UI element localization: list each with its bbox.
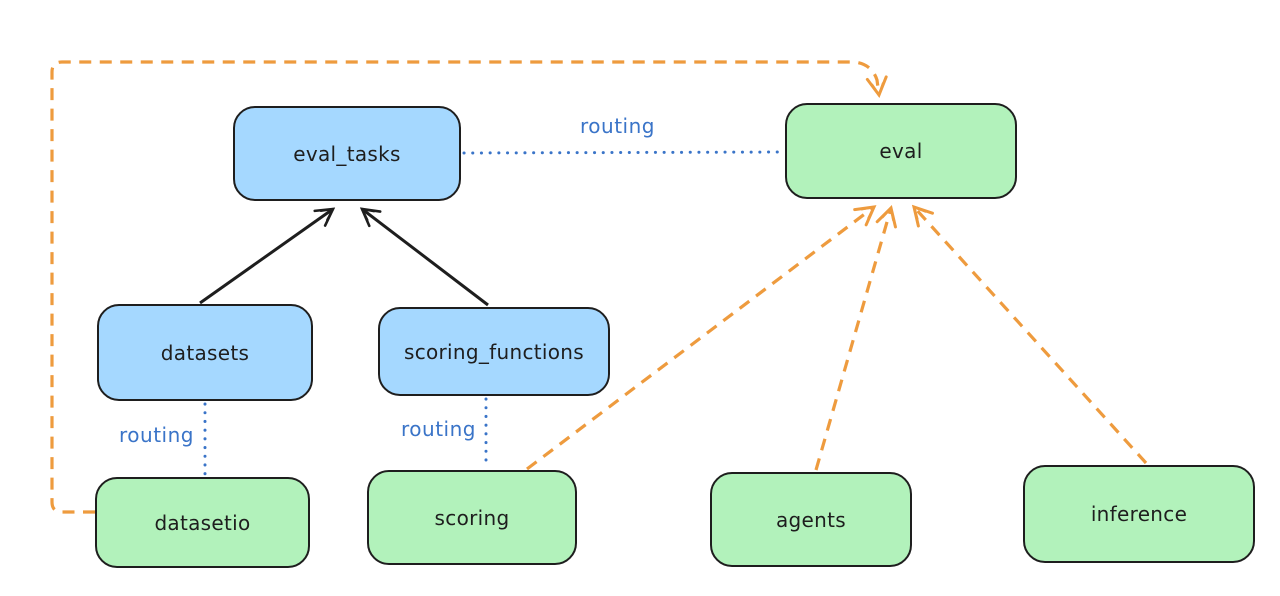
node-scoring[interactable]: scoring [367, 470, 577, 565]
routing-label-datasets-datasetio: routing [119, 423, 194, 447]
node-scoring-label: scoring [434, 505, 510, 530]
edge-agents-to-eval[interactable] [814, 205, 897, 471]
node-scoring-functions[interactable]: scoring_functions [378, 307, 610, 396]
node-datasetio[interactable]: datasetio [95, 477, 310, 568]
node-scoring-functions-label: scoring_functions [403, 339, 585, 364]
node-datasets[interactable]: datasets [97, 304, 313, 401]
edge-inference-to-eval[interactable] [911, 204, 1148, 465]
node-agents[interactable]: agents [710, 472, 912, 567]
edge-eval-tasks-to-eval-routing[interactable] [462, 150, 785, 155]
node-eval-tasks[interactable]: eval_tasks [233, 106, 461, 201]
node-eval-label: eval [879, 139, 923, 163]
node-agents-label: agents [776, 507, 846, 532]
edge-scoring-to-eval[interactable] [526, 205, 877, 471]
node-datasetio-label: datasetio [154, 510, 251, 535]
edge-scoring-functions-to-eval-tasks[interactable] [359, 207, 489, 307]
node-datasets-label: datasets [160, 340, 250, 365]
node-inference[interactable]: inference [1023, 465, 1255, 563]
routing-label-eval-tasks-eval: routing [580, 114, 655, 138]
node-eval-tasks-label: eval_tasks [293, 141, 401, 166]
edge-datasets-to-eval-tasks[interactable] [199, 207, 336, 305]
node-eval[interactable]: eval [785, 103, 1017, 199]
node-inference-label: inference [1090, 502, 1188, 526]
routing-label-scoring-functions-scoring: routing [401, 417, 476, 441]
